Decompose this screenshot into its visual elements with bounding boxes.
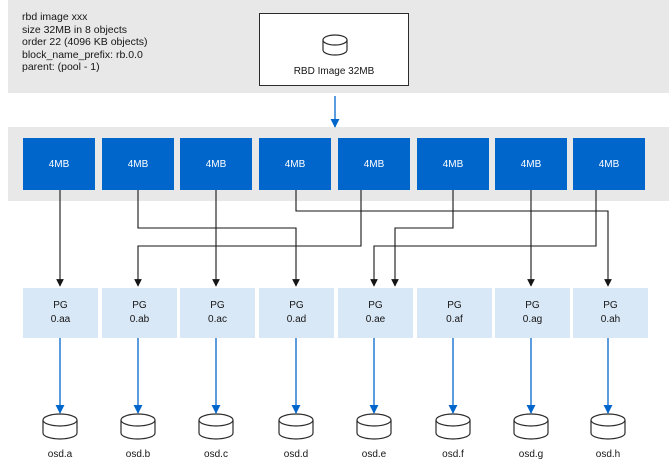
- disk-icon: [322, 34, 348, 56]
- image-info: rbd image xxx size 32MB in 8 objects ord…: [22, 11, 148, 74]
- object-block: 4MB: [417, 138, 489, 190]
- osd-label: osd.d: [283, 449, 309, 460]
- map-object-2-pg-ad: [137, 190, 300, 287]
- pg-title: PG: [289, 300, 304, 311]
- pg-title: PG: [368, 300, 383, 311]
- rbd-image-box: RBD Image 32MB: [259, 13, 409, 86]
- rbd-image-label: RBD Image 32MB: [293, 66, 375, 77]
- osd-disk-icon: [42, 413, 78, 440]
- pg-id: 0.af: [446, 314, 463, 325]
- osd-disk-icon: [435, 413, 471, 440]
- pg-title: PG: [132, 300, 147, 311]
- osd-disk-icon: [278, 413, 314, 440]
- osd-label: osd.f: [442, 449, 464, 460]
- osd-disk-icon: [513, 413, 549, 440]
- info-line: parent: (pool - 1): [22, 61, 100, 74]
- placement-group: PG 0.ac: [180, 288, 255, 338]
- object-block: 4MB: [180, 138, 252, 190]
- placement-group: PG 0.aa: [23, 288, 98, 338]
- osd-label: osd.c: [204, 449, 228, 460]
- map-object-6-pg-ae: [391, 190, 454, 287]
- map-object-4-pg-ah: [295, 190, 612, 287]
- osd-label: osd.b: [125, 449, 151, 460]
- pg-title: PG: [210, 300, 225, 311]
- pg-id: 0.ah: [600, 314, 621, 325]
- osd-label: osd.g: [518, 449, 544, 460]
- osd-disk-icon: [198, 413, 234, 440]
- osd-disk-icon: [120, 413, 156, 440]
- map-object-5-pg-ab: [134, 190, 362, 287]
- placement-group: PG 0.ah: [573, 288, 648, 338]
- pg-id: 0.ag: [522, 314, 543, 325]
- placement-group: PG 0.ag: [495, 288, 570, 338]
- placement-group: PG 0.ab: [102, 288, 177, 338]
- info-line: block_name_prefix: rb.0.0: [22, 48, 143, 61]
- pg-id: 0.ad: [286, 314, 307, 325]
- pg-id: 0.ae: [365, 314, 386, 325]
- pg-title: PG: [603, 300, 618, 311]
- object-block: 4MB: [102, 138, 174, 190]
- placement-group: PG 0.af: [417, 288, 492, 338]
- pg-id: 0.aa: [50, 314, 71, 325]
- info-line: rbd image xxx: [22, 11, 88, 23]
- placement-group: PG 0.ad: [259, 288, 334, 338]
- osd-label: osd.e: [361, 449, 387, 460]
- pg-id: 0.ac: [208, 314, 227, 325]
- object-block: 4MB: [338, 138, 410, 190]
- pg-id: 0.ab: [129, 314, 150, 325]
- osd-disk-icon: [356, 413, 392, 440]
- info-line: size 32MB in 8 objects: [22, 23, 128, 36]
- object-block: 4MB: [23, 138, 95, 190]
- placement-group: PG 0.ae: [338, 288, 413, 338]
- map-object-8-pg-ae: [370, 190, 597, 287]
- osd-label: osd.a: [47, 449, 73, 460]
- info-line: order 22 (4096 KB objects): [22, 36, 148, 49]
- pg-title: PG: [53, 300, 68, 311]
- pg-title: PG: [525, 300, 540, 311]
- object-block: 4MB: [259, 138, 331, 190]
- pg-title: PG: [447, 300, 462, 311]
- osd-disk-icon: [590, 413, 626, 440]
- osd-label: osd.h: [595, 449, 621, 460]
- object-block: 4MB: [495, 138, 567, 190]
- object-block: 4MB: [573, 138, 645, 190]
